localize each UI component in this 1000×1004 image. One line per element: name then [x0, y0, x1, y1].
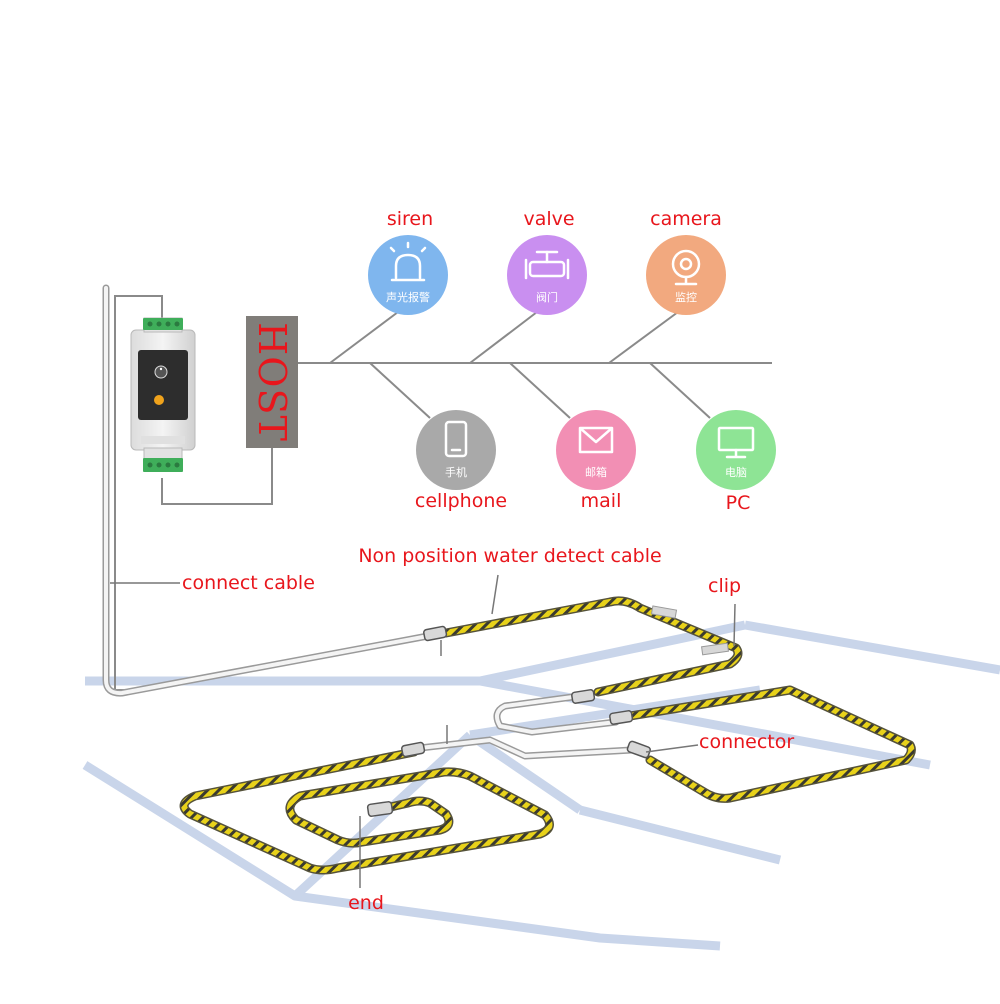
- detector-device: [130, 317, 196, 472]
- device-front-panel: [138, 350, 188, 420]
- device-terminal-bottom: [143, 458, 183, 472]
- mail-label: mail: [580, 490, 622, 512]
- valve-icon: [524, 250, 570, 280]
- host-box: [246, 316, 298, 448]
- camera-sublabel: 监控: [675, 291, 697, 304]
- device-terminal-top: [143, 318, 183, 330]
- clip-label: clip: [708, 575, 742, 597]
- siren-sublabel: 声光报警: [386, 291, 430, 304]
- detect-cable-label: Non position water detect cable: [358, 545, 662, 567]
- connector-2: [571, 689, 596, 704]
- device-status-led: [154, 395, 164, 405]
- siren-node: [368, 235, 448, 315]
- host-network-lines: [298, 311, 772, 419]
- mail-circle: [556, 410, 636, 490]
- cellphone-sublabel: 手机: [445, 466, 467, 479]
- mail-sublabel: 邮箱: [585, 466, 607, 479]
- cellphone-icon: [444, 420, 468, 458]
- output-icons: [368, 235, 776, 490]
- siren-icon: [389, 241, 427, 282]
- end-label: end: [348, 892, 384, 914]
- valve-label: valve: [523, 208, 575, 230]
- siren-circle: [368, 235, 448, 315]
- mail-icon: [578, 426, 614, 454]
- connect-cable-label: connect cable: [182, 572, 315, 594]
- clip-1: [650, 605, 678, 619]
- detect-cable-loops: [179, 596, 916, 875]
- callout-lines: [110, 574, 736, 888]
- camera-circle: [646, 235, 726, 315]
- siren-label: siren: [386, 208, 434, 230]
- cable-clips: [650, 605, 729, 656]
- detect-cable-left-spiral: [179, 747, 554, 875]
- device-knob: [154, 365, 168, 379]
- cellphone-label: cellphone: [414, 490, 508, 512]
- pc-sublabel: 电脑: [725, 466, 747, 479]
- connector-3: [609, 710, 634, 725]
- valve-node: [507, 235, 587, 315]
- camera-label: camera: [650, 208, 722, 230]
- camera-node: [646, 235, 726, 315]
- pc-label: PC: [725, 492, 751, 514]
- valve-sublabel: 阀门: [536, 291, 558, 304]
- host-label: HOST: [250, 322, 294, 442]
- connector-4: [401, 741, 426, 758]
- connector-1: [423, 625, 448, 642]
- mail-node: [556, 410, 636, 490]
- connector-label: connector: [699, 731, 795, 753]
- pc-icon: [717, 426, 755, 459]
- cable-end-terminator: [366, 801, 394, 817]
- camera-icon: [671, 249, 701, 286]
- cellphone-node: [416, 410, 496, 490]
- connect-cable: [102, 284, 636, 760]
- pc-node: [696, 410, 776, 490]
- connector-5: [626, 740, 651, 759]
- clip-2: [701, 642, 729, 656]
- cable-connectors: [366, 625, 651, 817]
